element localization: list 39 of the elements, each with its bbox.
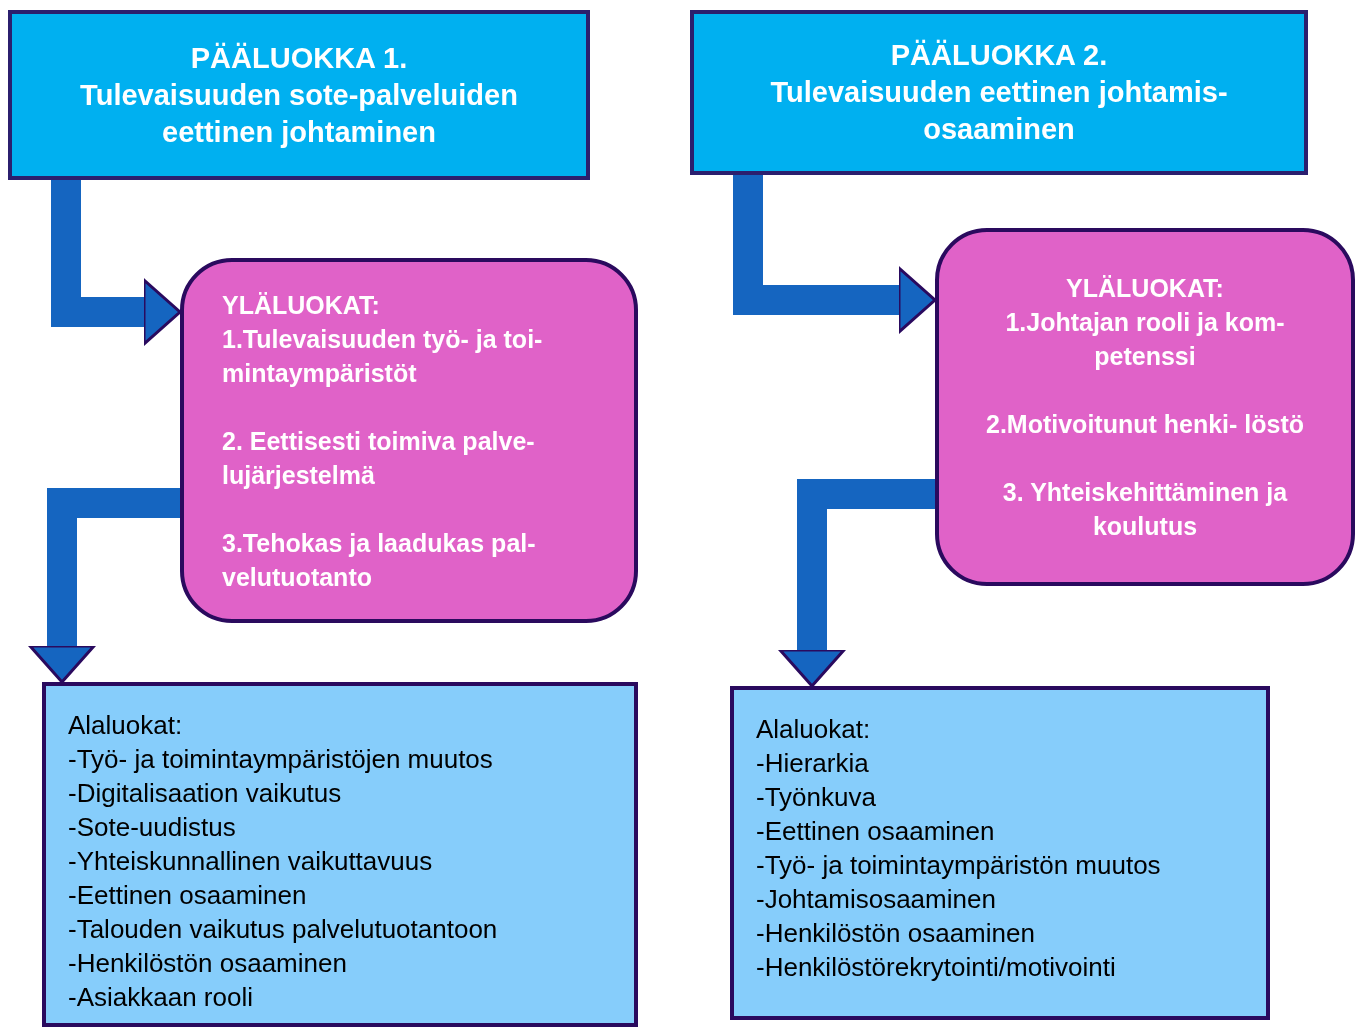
block-arrow — [778, 479, 935, 688]
list-item: -Johtamisosaaminen — [756, 883, 997, 916]
heading: Alaluokat: — [68, 709, 184, 742]
list-item: -Henkilöstörekrytointi/motivointi — [756, 951, 1117, 984]
list-item: -Digitalisaation vaikutus — [68, 777, 343, 810]
list-item: -Henkilöstön osaaminen — [756, 917, 1036, 950]
list-item: -Työ- ja toimintaympäristöjen muutos — [68, 743, 494, 776]
category-card — [180, 258, 638, 623]
subcategory-item: 1.Johtajan rooli ja kom- petenssi — [1004, 307, 1286, 372]
list-item: -Talouden vaikutus palvelutuotantoon — [68, 913, 499, 946]
list-item: -Asiakkaan rooli — [68, 981, 254, 1014]
list-item: -Työnkuva — [756, 781, 877, 814]
heading: YLÄLUOKAT: — [1065, 273, 1225, 304]
category-title: Tulevaisuuden sote-palveluiden eettinen johtaminen — [79, 77, 519, 150]
block-arrow — [51, 180, 182, 346]
list-item: -Sote-uudistus — [68, 811, 237, 844]
category-box — [690, 10, 1308, 175]
subcategory-item: 2.Motivoitunut henki- löstö — [985, 409, 1305, 440]
heading: Alaluokat: — [756, 713, 872, 746]
category-card — [935, 228, 1355, 586]
heading: PÄÄLUOKKA 1. — [189, 40, 409, 76]
heading: YLÄLUOKAT: — [222, 289, 381, 321]
list-item: -Yhteiskunnallinen vaikuttavuus — [68, 845, 434, 878]
list-box — [730, 686, 1270, 1020]
list-item: -Henkilöstön osaaminen — [68, 947, 348, 980]
subcategory-item: 3. Yhteiskehittäminen ja koulutus — [1001, 477, 1289, 542]
subcategory-item: 2. Eettisesti toimiva palve- lujärjestelmä — [222, 425, 536, 491]
block-arrow — [28, 488, 180, 684]
list-item: -Eettinen osaaminen — [68, 879, 308, 912]
category-title: Tulevaisuuden eettinen johtamis- osaaminen — [769, 75, 1229, 147]
subcategory-item: 1.Tulevaisuuden työ- ja toi- mintaympäristöt — [222, 323, 544, 389]
subcategory-item: 3.Tehokas ja laadukas pal- velutuotanto — [222, 527, 537, 593]
list-item: -Työ- ja toimintaympäristön muutos — [756, 849, 1162, 882]
category-box — [8, 10, 590, 180]
block-arrow — [733, 175, 937, 334]
list-box — [42, 682, 638, 1027]
heading: PÄÄLUOKKA 2. — [889, 38, 1109, 73]
list-item: -Hierarkia — [756, 747, 870, 780]
list-item: -Eettinen osaaminen — [756, 815, 996, 848]
